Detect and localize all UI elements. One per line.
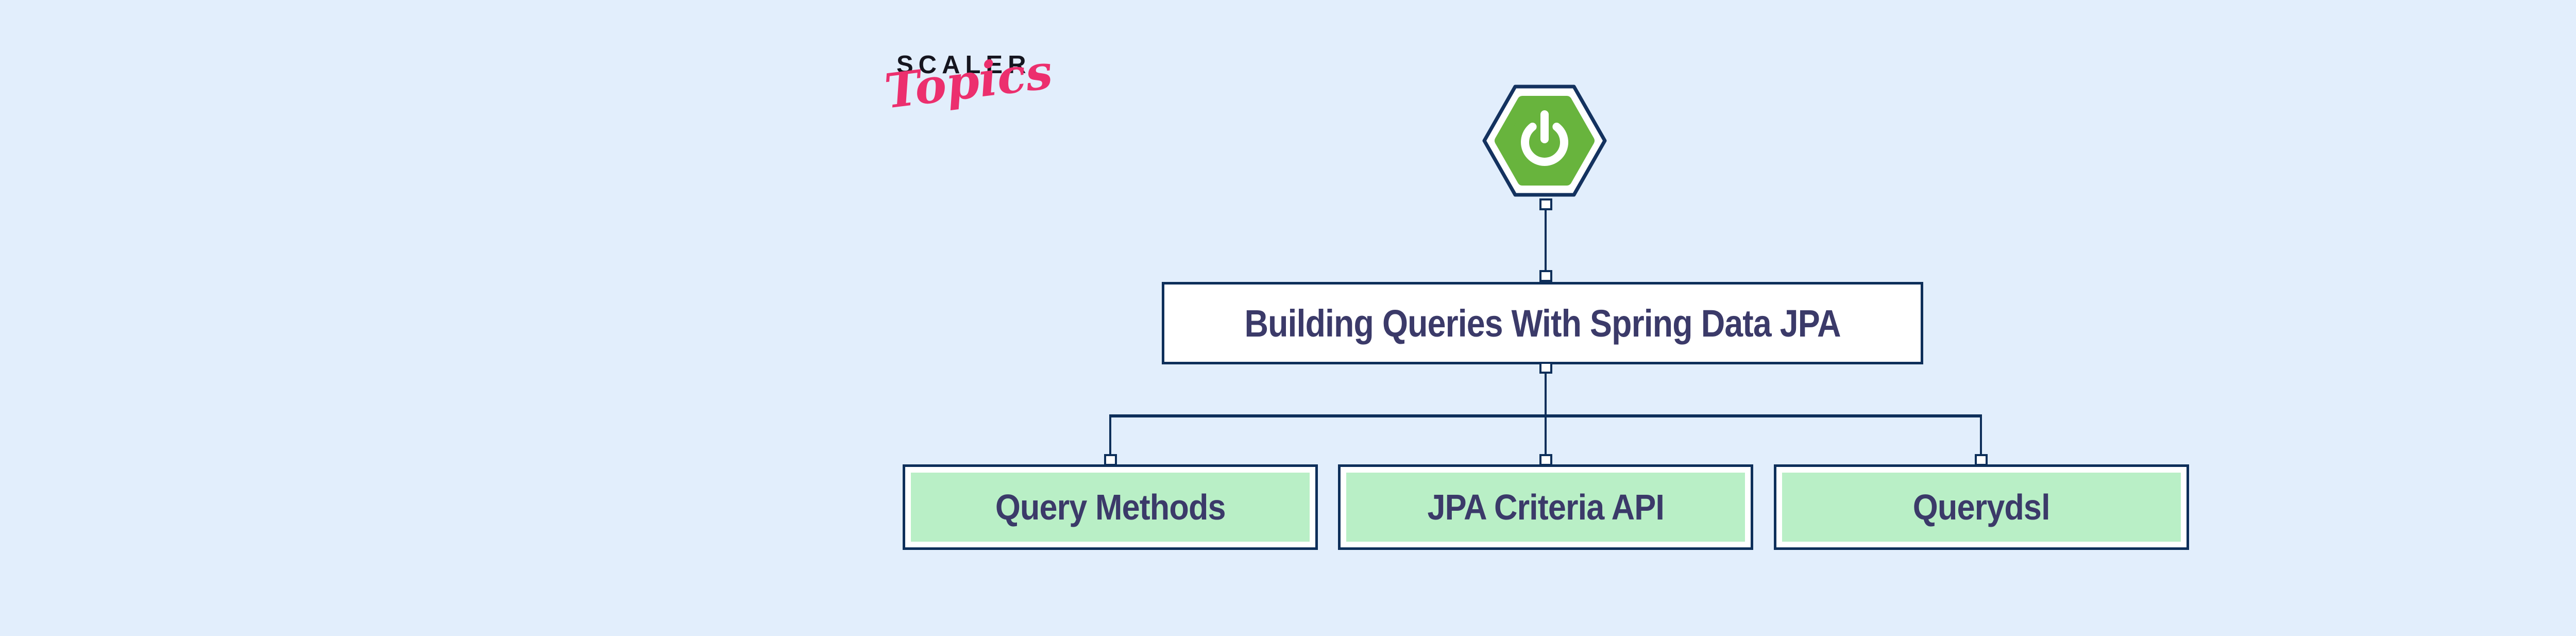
branch-drop-left: [1109, 416, 1111, 457]
connector-node-title-bottom: [1539, 362, 1552, 374]
child-box-querydsl: Querydsl: [1774, 464, 2189, 550]
spring-boot-icon: [1482, 85, 1607, 197]
connector-logo-to-title: [1545, 209, 1547, 272]
connector-node-logo-bottom: [1539, 198, 1552, 210]
branch-drop-right: [1980, 416, 1982, 457]
child-box-fill: Querydsl: [1782, 473, 2181, 542]
connector-node-child-3: [1975, 454, 1988, 466]
child-box-jpa-criteria-api: JPA Criteria API: [1338, 464, 1753, 550]
connector-title-to-branch: [1545, 373, 1547, 416]
child-label: Query Methods: [995, 487, 1226, 527]
child-label: Querydsl: [1913, 487, 2050, 527]
scaler-wordmark: SCALER: [896, 51, 1031, 79]
child-box-fill: Query Methods: [911, 473, 1310, 542]
child-label: JPA Criteria API: [1427, 487, 1664, 527]
branch-horizontal-line: [1109, 414, 1982, 417]
branch-drop-center: [1545, 416, 1547, 457]
title-text: Building Queries With Spring Data JPA: [1244, 302, 1841, 345]
connector-node-child-1: [1104, 454, 1117, 466]
power-icon-arc: [1521, 123, 1568, 166]
title-box: Building Queries With Spring Data JPA: [1162, 282, 1923, 364]
child-box-fill: JPA Criteria API: [1346, 473, 1745, 542]
scaler-topics-logo: SCALER Topics: [876, 44, 1055, 155]
connector-node-title-top: [1539, 270, 1552, 282]
child-box-query-methods: Query Methods: [903, 464, 1318, 550]
connector-node-child-2: [1539, 454, 1552, 466]
